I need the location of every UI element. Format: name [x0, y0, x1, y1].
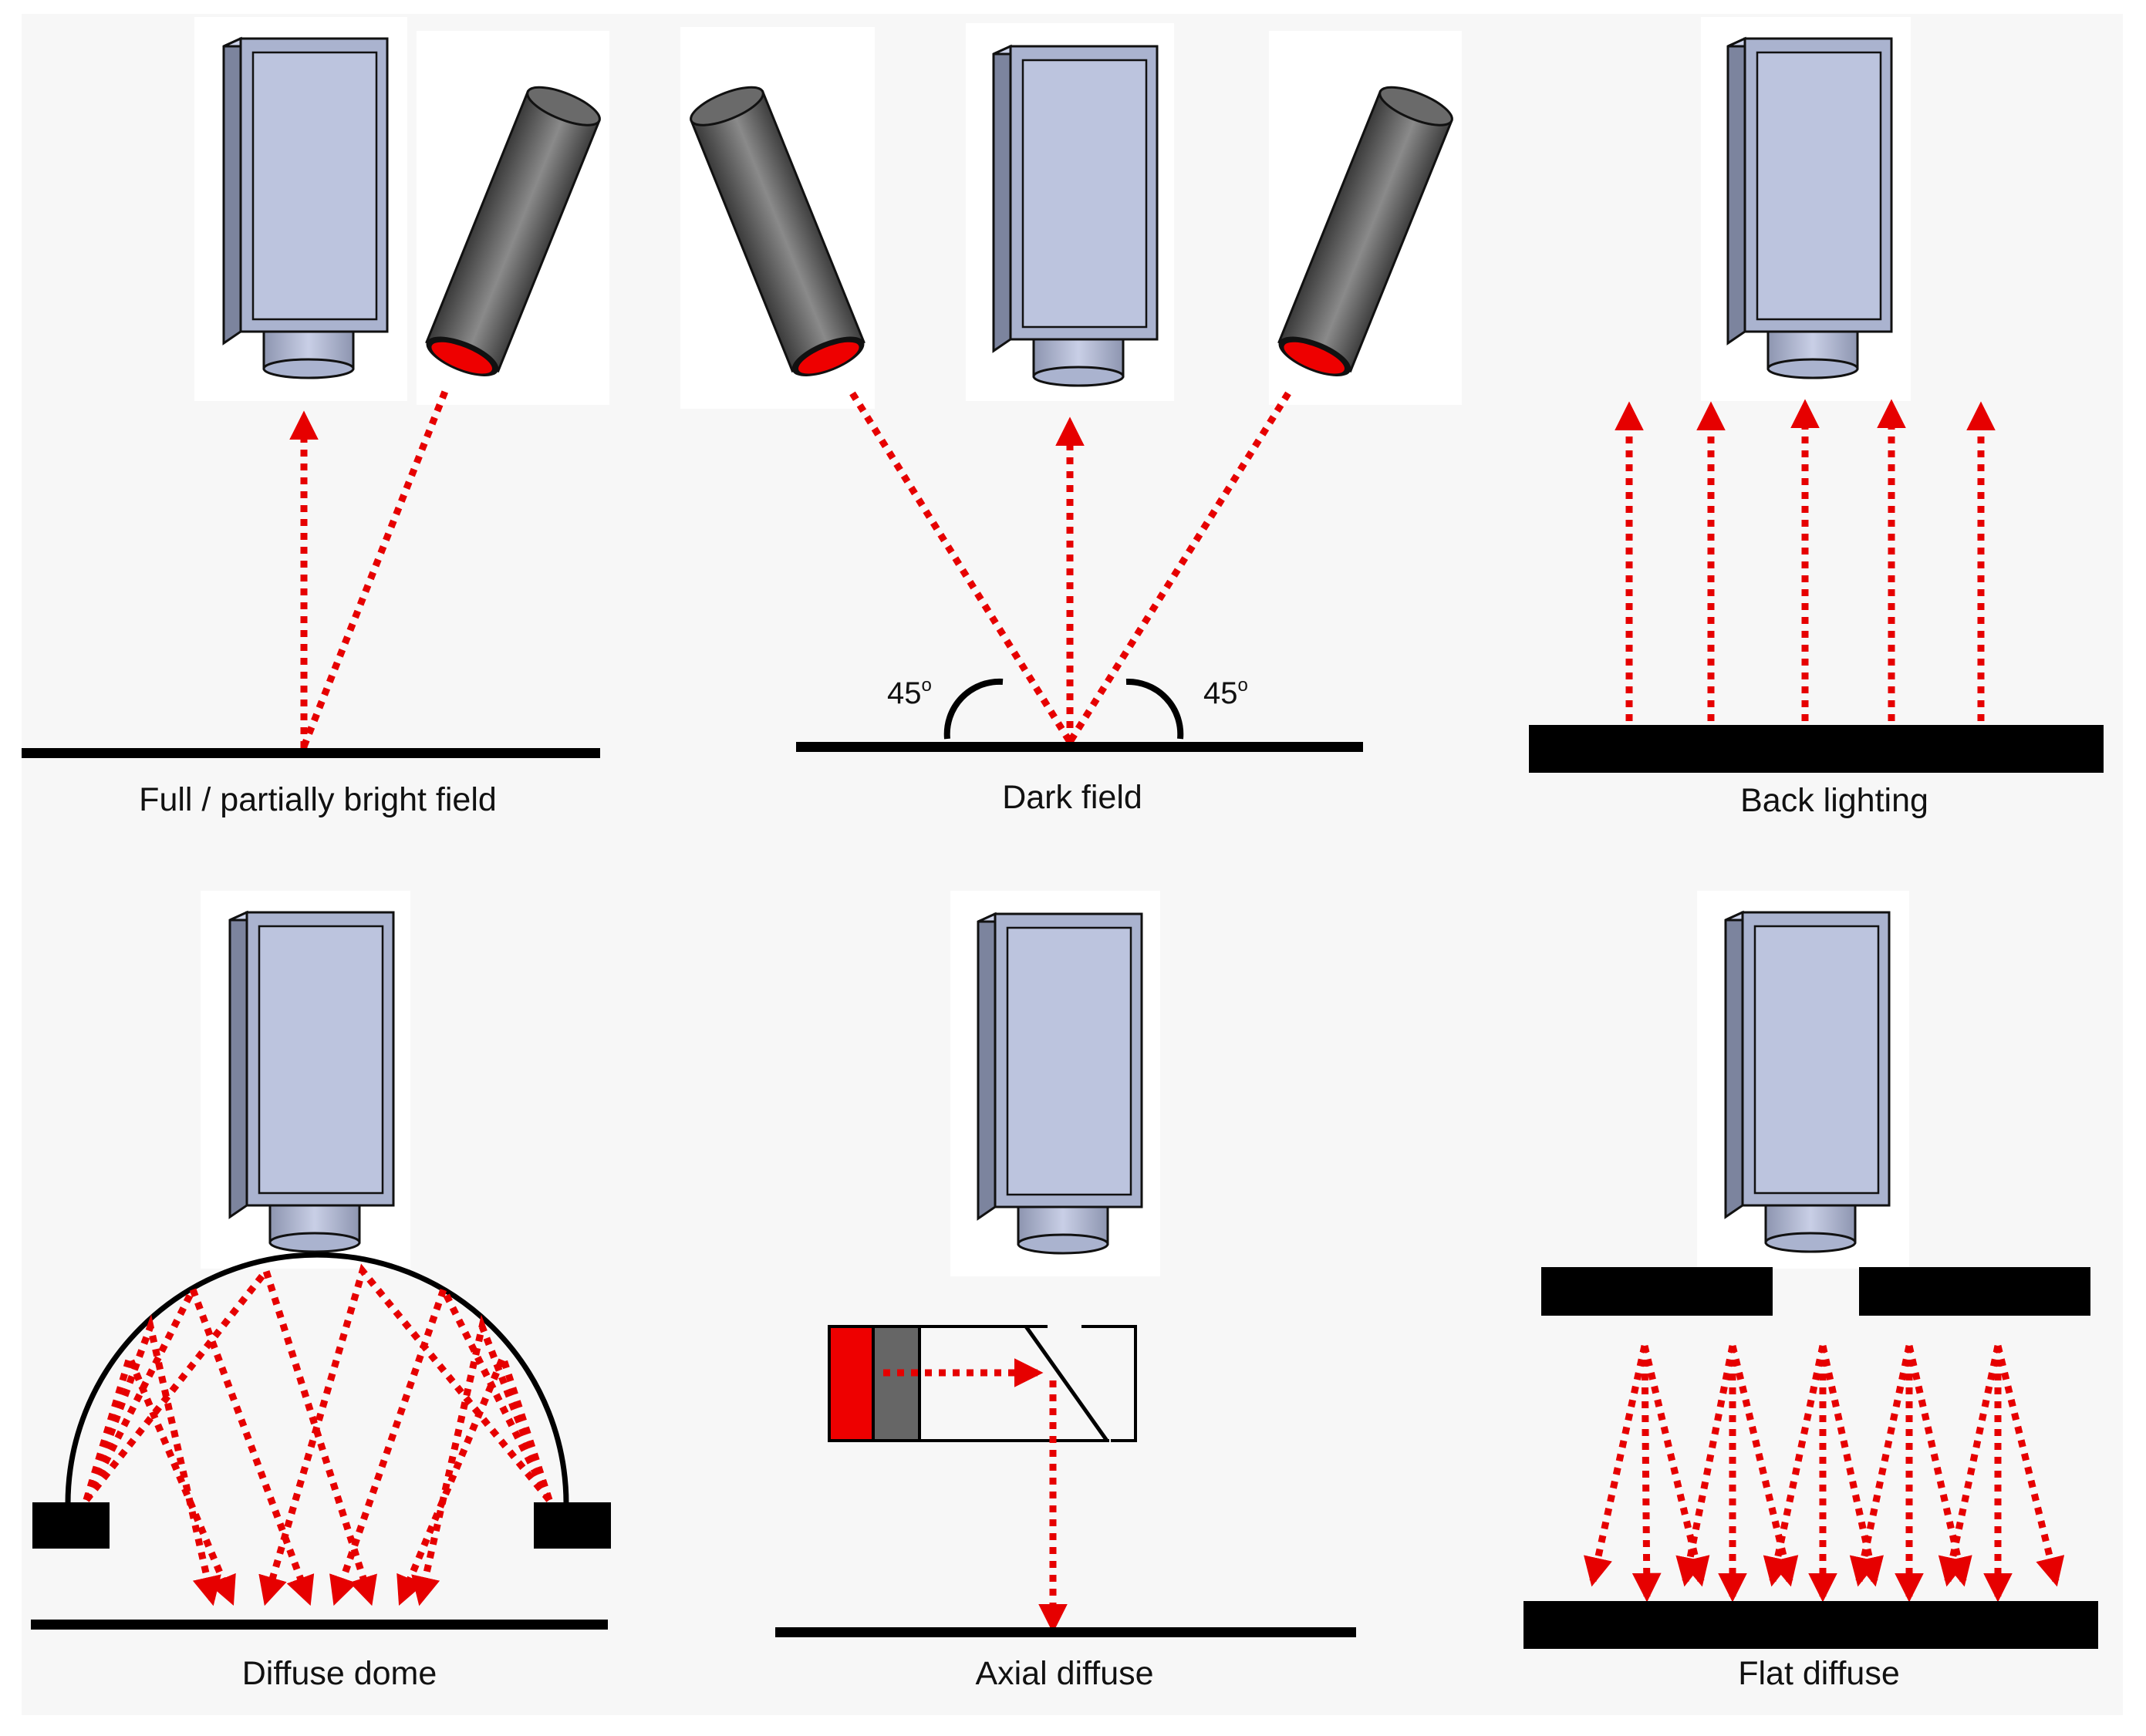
camera-icon — [977, 912, 1143, 1255]
flat-diffuse-rays — [1584, 1344, 2065, 1603]
ray — [258, 1263, 552, 1606]
panel-bright-field: Full / partially bright field — [22, 17, 609, 818]
housing-side — [1081, 1325, 1137, 1442]
caption-dark-field: Dark field — [1002, 779, 1142, 816]
angle-label-right: 45o — [1203, 675, 1248, 710]
dome-light-icon — [65, 1252, 569, 1505]
ray — [1763, 1345, 1827, 1587]
caption-back-lighting: Back lighting — [1740, 782, 1928, 819]
dome-light-source-left — [32, 1502, 110, 1549]
ray — [1584, 1345, 1648, 1587]
dome-light-source-right — [534, 1502, 611, 1549]
camera-icon — [222, 37, 389, 379]
backlight-rays — [1615, 399, 1996, 721]
caption-diffuse-dome: Diffuse dome — [242, 1655, 437, 1692]
ray — [1631, 1345, 1662, 1603]
ray — [411, 1314, 553, 1606]
panel-dark-field: 45o 45o Dark field — [680, 23, 1462, 816]
surface — [775, 1627, 1356, 1637]
panel-flat-diffuse: Flat diffuse — [1523, 891, 2098, 1692]
angle-arc-right — [1125, 678, 1184, 740]
dome-rays — [83, 1263, 553, 1606]
surface — [22, 748, 600, 758]
ray — [396, 1347, 553, 1606]
camera-icon — [992, 45, 1159, 387]
flat-light-left — [1541, 1267, 1773, 1316]
caption-flat-diffuse: Flat diffuse — [1738, 1655, 1900, 1692]
panel-axial-diffuse: Axial diffuse — [775, 891, 1356, 1692]
caption-bright-field: Full / partially bright field — [139, 781, 497, 818]
backlight-panel — [1529, 725, 2104, 773]
camera-icon — [1726, 37, 1893, 379]
panel-back-lighting: Back lighting — [1529, 17, 2104, 819]
beam-splitter-icon — [828, 1325, 1137, 1442]
flat-light-right — [1859, 1267, 2090, 1316]
ray — [83, 1347, 236, 1606]
camera-icon — [228, 911, 395, 1253]
panel-diffuse-dome: Diffuse dome — [31, 891, 611, 1692]
ray — [1675, 1345, 1736, 1587]
surface — [1523, 1601, 2098, 1649]
beam-splitter-mirror — [1024, 1325, 1109, 1442]
camera-icon — [1724, 911, 1891, 1253]
surface — [796, 742, 1363, 752]
incident-ray — [300, 388, 450, 748]
angle-label-left: 45o — [887, 675, 932, 710]
caption-axial-diffuse: Axial diffuse — [975, 1655, 1153, 1692]
ray — [1938, 1345, 2002, 1587]
angle-arc-left — [943, 678, 1004, 740]
ray — [83, 1314, 221, 1606]
surface — [31, 1620, 608, 1630]
diffuser — [872, 1325, 921, 1442]
ray — [1849, 1345, 1913, 1587]
light-emitter — [828, 1325, 875, 1442]
